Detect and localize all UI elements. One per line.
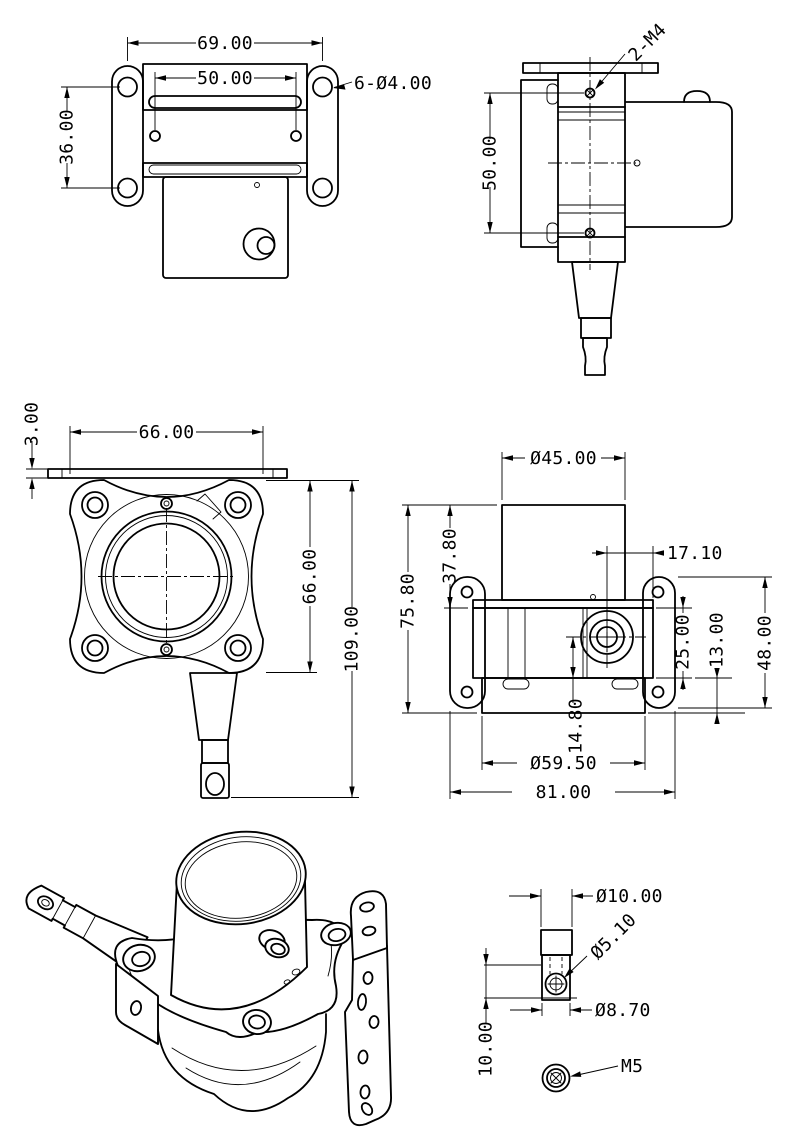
vent-hole [254, 182, 260, 188]
side-part-geometry [520, 57, 733, 376]
rear-dimensions: Ø45.00 37.80 75.80 17.10 25.00 [398, 448, 776, 803]
connector-outline [242, 227, 276, 261]
dim-top-plate-thickness: 3.00 [22, 402, 43, 447]
top-dimensions: 3.00 66.00 66.00 109.00 [22, 402, 363, 798]
dim-rear-connector-offset: 17.10 [667, 543, 723, 564]
cross-bore [544, 972, 568, 996]
dim-rear-bracket-length: 48.00 [755, 615, 776, 671]
dim-detail-section-length: 10.00 [476, 1021, 497, 1077]
dim-rear-skirt-dia: Ø59.50 [530, 753, 597, 774]
dim-top-overall-length: 109.00 [342, 606, 363, 673]
dim-front-overall-width: 69.00 [197, 33, 253, 54]
side-dimensions: 50.00 2-M4 [480, 19, 671, 234]
detail-view: Ø10.00 Ø5.10 Ø8.70 10.00 M5 [476, 886, 663, 1093]
dim-side-screw-spacing: 50.00 [480, 135, 501, 191]
spring-housing [625, 101, 733, 228]
front-dimensions: 69.00 50.00 36.00 6-Ø4.00 [57, 33, 432, 189]
detail-part-geometry [540, 929, 573, 1093]
isometric-view [25, 830, 392, 1127]
top-part-geometry [47, 468, 288, 799]
housing-outline [69, 479, 264, 674]
dim-rear-cylinder-dia: Ø45.00 [530, 448, 597, 469]
right-mount-tab [642, 576, 676, 709]
left-mount-tab [449, 576, 486, 709]
shaft-eye-hole [205, 772, 225, 796]
dim-top-body-height: 66.00 [300, 549, 321, 605]
rear-part-geometry [449, 504, 676, 714]
dim-side-screw-note: 2-M4 [624, 19, 670, 65]
front-view: 69.00 50.00 36.00 6-Ø4.00 [57, 33, 432, 279]
dim-detail-shaft-dia: Ø8.70 [595, 1000, 651, 1021]
rear-view: Ø45.00 37.80 75.80 17.10 25.00 [398, 448, 776, 803]
dim-detail-head-dia: Ø10.00 [596, 886, 663, 907]
dim-detail-bore-dia: Ø5.10 [587, 910, 641, 964]
shaft-taper [571, 261, 619, 319]
skirt [481, 677, 646, 714]
dim-rear-connector-drop: 14.80 [566, 698, 587, 754]
thread-end-view [541, 1063, 571, 1093]
top-view: 3.00 66.00 66.00 109.00 [22, 402, 363, 799]
side-view: 50.00 2-M4 [480, 19, 733, 376]
dim-top-body-width: 66.00 [139, 422, 195, 443]
dim-rear-cylinder-height: 37.80 [440, 528, 461, 584]
iso-bracket [344, 890, 392, 1127]
iso-cylinder [170, 830, 352, 1011]
dim-front-slot-width: 50.00 [197, 68, 253, 89]
dim-detail-thread: M5 [621, 1056, 643, 1077]
dim-front-hole-spacing: 36.00 [57, 109, 78, 165]
dim-rear-overall-height: 75.80 [398, 573, 419, 629]
dim-rear-band-height: 25.00 [673, 614, 694, 670]
front-part-geometry [111, 63, 339, 279]
dim-rear-skirt-height: 13.00 [707, 612, 728, 668]
dim-front-mount-holes: 6-Ø4.00 [354, 73, 432, 94]
dim-rear-overall-width: 81.00 [536, 782, 592, 803]
